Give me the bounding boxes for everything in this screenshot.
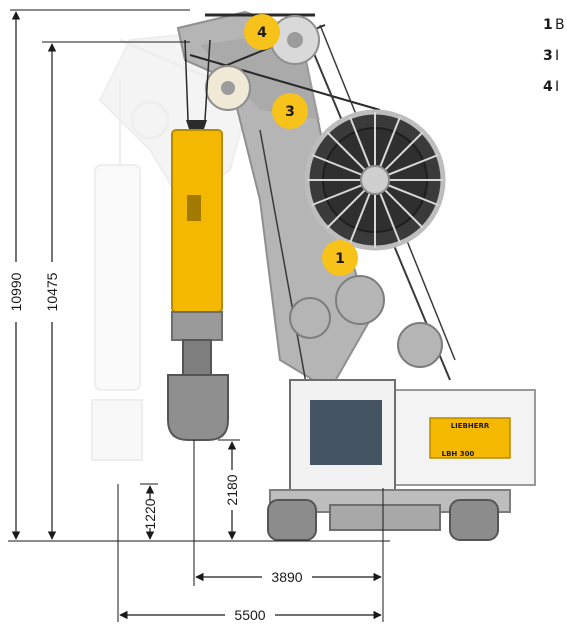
ghost-grab bbox=[91, 80, 143, 461]
sheave-middle bbox=[205, 65, 251, 111]
legend-number: 1 bbox=[543, 17, 553, 33]
brand-label: LIEBHERR bbox=[451, 422, 490, 430]
winch-drums bbox=[289, 275, 443, 368]
callout-badge-3: 3 bbox=[272, 93, 308, 129]
dim-reach-near: 3890 bbox=[195, 569, 382, 585]
callout-badge-1: 1 bbox=[322, 240, 358, 276]
track-left bbox=[267, 499, 317, 541]
dim-lift-height: 2180 bbox=[218, 439, 240, 540]
carrier: LIEBHERR LBH 300 bbox=[267, 379, 536, 541]
legend-label: I bbox=[555, 48, 560, 64]
legend-label: B bbox=[555, 17, 565, 33]
callout-badge-1-number: 1 bbox=[335, 251, 345, 267]
callout-badge-4: 4 bbox=[244, 14, 280, 50]
sheave-top bbox=[270, 15, 320, 65]
dim-ground-clearance-label: 1220 bbox=[142, 498, 158, 529]
dim-lift-height-label: 2180 bbox=[224, 474, 240, 505]
legend-number: 3 bbox=[543, 48, 553, 64]
dim-reach-far: 5500 bbox=[119, 607, 382, 623]
legend-number: 4 bbox=[543, 79, 553, 95]
legend-label: I bbox=[555, 79, 560, 95]
hose-reel bbox=[304, 109, 446, 251]
dim-reach-far-label: 5500 bbox=[234, 607, 265, 623]
dim-reach-near-label: 3890 bbox=[271, 569, 302, 585]
callout-badge-3-number: 3 bbox=[285, 104, 295, 120]
dim-height-total: 10990 bbox=[8, 11, 24, 540]
dim-ground-clearance: 1220 bbox=[140, 483, 158, 540]
model-label: LBH 300 bbox=[442, 450, 475, 458]
dim-height-hook-label: 10475 bbox=[44, 272, 60, 311]
callout-badge-4-number: 4 bbox=[257, 25, 267, 41]
dim-height-total-label: 10990 bbox=[8, 272, 24, 311]
grab-assembly bbox=[167, 39, 229, 441]
track-right bbox=[449, 499, 499, 541]
dim-height-hook: 10475 bbox=[44, 43, 60, 540]
